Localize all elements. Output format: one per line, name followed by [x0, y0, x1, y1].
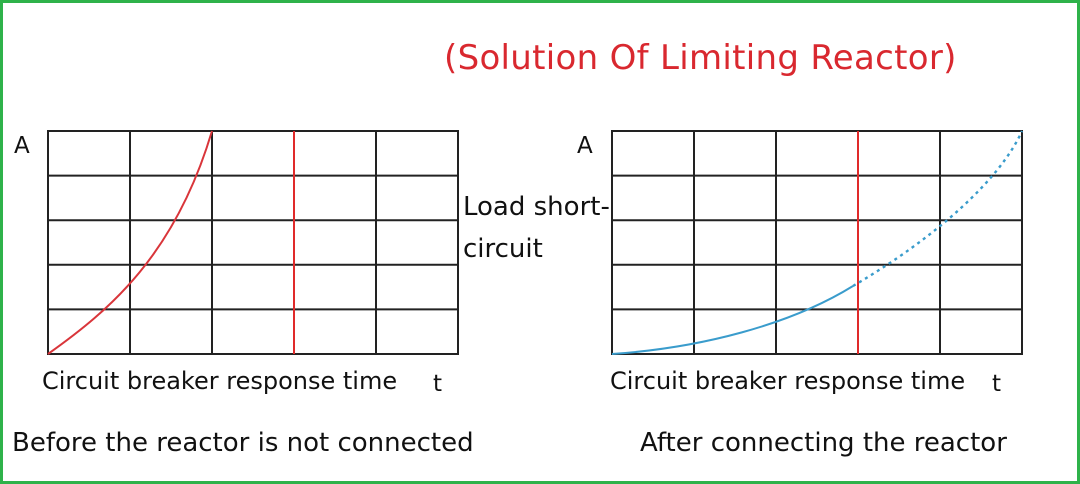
right-x-axis-symbol: t — [992, 371, 1002, 397]
right-y-axis-label: A — [577, 133, 593, 159]
right-current-curve-solid — [611, 285, 854, 355]
diagram-title: (Solution Of Limiting Reactor) — [444, 38, 957, 78]
left-x-axis-symbol: t — [433, 371, 443, 397]
right-x-axis-label: Circuit breaker response time — [610, 367, 966, 395]
left-y-axis-label: A — [14, 133, 30, 159]
load-short-circuit-label-line1: Load short- — [463, 192, 610, 222]
left-grid — [47, 130, 459, 355]
left-caption: Before the reactor is not connected — [12, 428, 474, 458]
right-caption: After connecting the reactor — [640, 428, 1007, 458]
right-current-curve-dotted — [852, 130, 1024, 288]
left-current-curve — [47, 130, 213, 355]
load-short-circuit-label-line2: circuit — [463, 234, 543, 264]
right-grid — [611, 130, 1023, 355]
left-x-axis-label: Circuit breaker response time — [42, 367, 398, 395]
